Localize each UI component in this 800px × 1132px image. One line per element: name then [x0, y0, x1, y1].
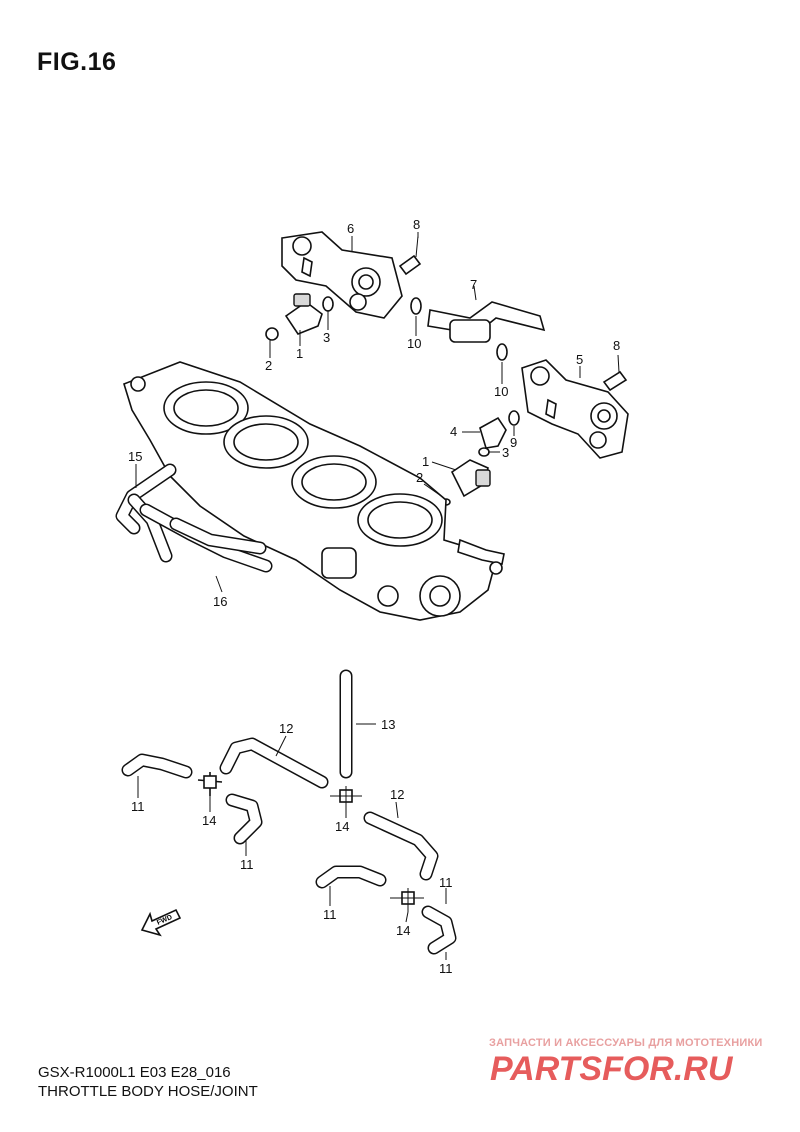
injector-1a[interactable]	[284, 293, 323, 335]
callout-13: 13	[381, 717, 395, 732]
watermark-brand: PARTSFOR.RU	[490, 1050, 734, 1088]
model-code: GSX-R1000L1 E03 E28_016	[38, 1064, 231, 1081]
callout-14a: 14	[202, 813, 216, 828]
section-title: THROTTLE BODY HOSE/JOINT	[38, 1083, 258, 1100]
elbow-joint-4[interactable]	[479, 416, 507, 449]
hose-11c[interactable]	[315, 865, 387, 889]
callout-7: 7	[470, 277, 477, 292]
o-ring-9[interactable]	[508, 410, 520, 426]
callout-16: 16	[213, 594, 227, 609]
callout-8b: 8	[613, 338, 620, 353]
callout-12b: 12	[390, 787, 404, 802]
callout-11d: 11	[439, 875, 453, 890]
callout-12a: 12	[279, 721, 293, 736]
callout-11a: 11	[131, 799, 145, 814]
fwd-arrow-icon: FWD	[140, 908, 182, 937]
callout-8a: 8	[413, 217, 420, 232]
t-joint-14b[interactable]	[330, 786, 362, 810]
callout-14b: 14	[335, 819, 349, 834]
figure-title: FIG.16	[37, 48, 117, 76]
fuel-rail-left[interactable]	[281, 231, 403, 319]
callout-4: 4	[450, 424, 457, 439]
t-joint-14a[interactable]	[197, 772, 223, 796]
callout-14c: 14	[396, 923, 410, 938]
callout-11c: 11	[323, 907, 337, 922]
hose-11b[interactable]	[225, 793, 263, 845]
watermark-logo: PARTSFOR.RU	[490, 1050, 734, 1088]
callout-3a: 3	[323, 330, 330, 345]
callout-3b: 3	[502, 445, 509, 460]
callout-15: 15	[128, 449, 142, 464]
callout-6: 6	[347, 221, 354, 236]
callout-1a: 1	[296, 346, 303, 361]
o-ring-10b[interactable]	[496, 343, 508, 361]
hose-12a[interactable]	[219, 737, 329, 789]
watermark-tagline: ЗАПЧАСТИ И АКСЕССУАРЫ ДЛЯ МОТОТЕХНИКИ	[489, 1037, 763, 1049]
hose-16[interactable]	[139, 503, 273, 573]
hose-11a[interactable]	[121, 753, 193, 779]
o-ring-3b[interactable]	[478, 447, 490, 457]
o-ring-10a[interactable]	[410, 297, 422, 315]
bolt-8a[interactable]	[398, 235, 422, 276]
injector-1b[interactable]	[450, 459, 491, 498]
o-ring-3a[interactable]	[322, 296, 334, 312]
throttle-body-assembly[interactable]	[123, 361, 505, 621]
callout-1b: 1	[422, 454, 429, 469]
callout-2a: 2	[265, 358, 272, 373]
bolt-8b[interactable]	[602, 354, 628, 392]
callout-11e: 11	[439, 961, 453, 976]
seal-2a[interactable]	[265, 327, 279, 341]
fuel-rail-right[interactable]	[521, 359, 629, 459]
callout-11b: 11	[240, 857, 254, 872]
callout-10b: 10	[494, 384, 508, 399]
fuel-pipe-7[interactable]	[427, 285, 546, 343]
hose-11d[interactable]	[421, 905, 457, 955]
callout-2b: 2	[416, 470, 423, 485]
callout-9: 9	[510, 435, 517, 450]
callout-10a: 10	[407, 336, 421, 351]
leader-lines	[135, 232, 581, 960]
hose-12b[interactable]	[363, 811, 439, 881]
t-joint-14c[interactable]	[390, 888, 424, 912]
callout-5: 5	[576, 352, 583, 367]
